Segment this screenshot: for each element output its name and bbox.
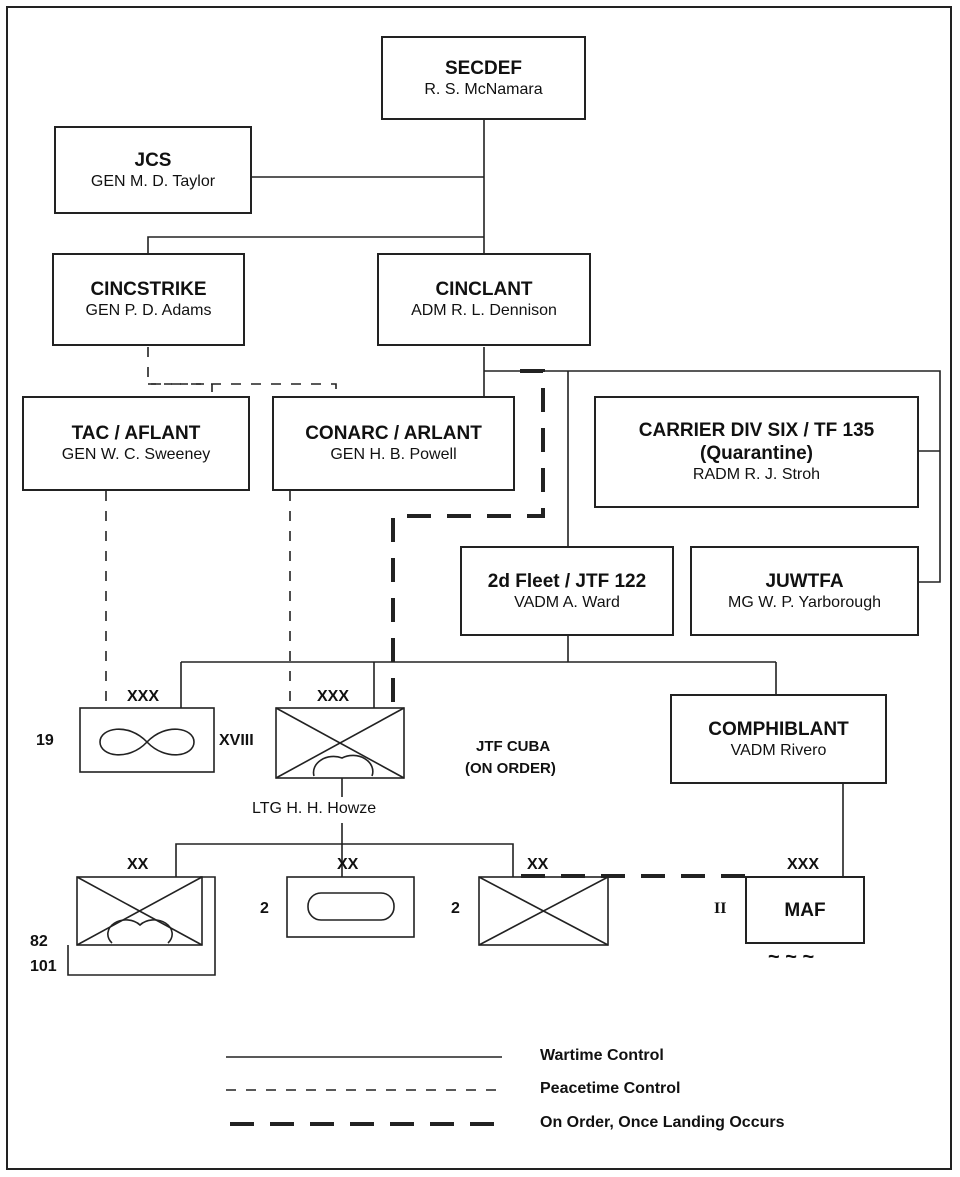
armor-echelon: XX xyxy=(337,856,359,873)
cinclant-name: ADM R. L. Dennison xyxy=(411,302,557,319)
carrier-div-box: CARRIER DIV SIX / TF 135 (Quarantine) RA… xyxy=(594,396,919,508)
secdef-name: R. S. McNamara xyxy=(424,80,543,98)
juwtfa-box: JUWTFA MG W. P. Yarborough xyxy=(690,546,919,636)
line-divs-bus xyxy=(342,843,514,877)
af19-echelon: XXX xyxy=(127,688,160,705)
cincstrike-name: GEN P. D. Adams xyxy=(85,302,212,319)
carrier-div-name: RADM R. J. Stroh xyxy=(692,466,821,483)
corps18-commander: LTG H. H. Howze xyxy=(252,800,377,817)
line-howze-divs xyxy=(175,823,343,877)
fleet2-box: 2d Fleet / JTF 122 VADM A. Ward xyxy=(460,546,674,636)
tac-aflant-name: GEN W. C. Sweeney xyxy=(61,446,211,463)
line-cinclant-bus xyxy=(484,370,941,583)
fleet2-title: 2d Fleet / JTF 122 xyxy=(487,570,647,592)
conarc-arlant-name: GEN H. B. Powell xyxy=(330,446,457,463)
comphiblant-title: COMPHIBLANT xyxy=(708,718,849,740)
cincstrike-title: CINCSTRIKE xyxy=(90,279,207,300)
cinclant-box: CINCLANT ADM R. L. Dennison xyxy=(377,253,591,346)
infantry-number: 2 xyxy=(451,900,460,917)
jcs-title: JCS xyxy=(134,149,172,171)
jcs-name: GEN M. D. Taylor xyxy=(90,172,216,190)
armor-number: 2 xyxy=(260,900,269,917)
airborne-symbol-box xyxy=(76,876,203,946)
infinity-path xyxy=(99,728,195,756)
infantry-echelon: XX xyxy=(527,856,549,873)
jtf-cuba-line2: (ON ORDER) xyxy=(465,760,556,777)
airborne-number-101: 101 xyxy=(30,958,57,975)
corps18-echelon: XXX xyxy=(317,688,350,705)
af19-number: 19 xyxy=(36,732,54,749)
tac-aflant-title: TAC / AFLANT xyxy=(71,423,201,444)
maf-number: II xyxy=(714,900,727,917)
legend-wartime-label: Wartime Control xyxy=(540,1047,664,1064)
conarc-arlant-title: CONARC / ARLANT xyxy=(305,423,482,444)
juwtfa-name: MG W. P. Yarborough xyxy=(728,593,881,611)
fleet2-name: VADM A. Ward xyxy=(514,593,620,611)
comphiblant-name: VADM Rivero xyxy=(730,741,827,759)
airborne-number-82: 82 xyxy=(30,933,48,950)
secdef-box: SECDEF R. S. McNamara xyxy=(381,36,586,120)
carrier-div-title: CARRIER DIV SIX / TF 135 xyxy=(638,420,875,441)
line-cincstrike-peacetime xyxy=(147,347,337,396)
line-infantry-maf-onorder xyxy=(521,874,762,898)
maf-echelon: XXX xyxy=(787,856,820,873)
carrier-div-subtitle: (Quarantine) xyxy=(700,443,813,464)
juwtfa-title: JUWTFA xyxy=(765,570,844,592)
tac-aflant-box: TAC / AFLANT GEN W. C. Sweeney xyxy=(22,396,250,491)
jcs-box: JCS GEN M. D. Taylor xyxy=(54,126,252,214)
legend-peacetime-label: Peacetime Control xyxy=(540,1080,681,1097)
line-101-bracket xyxy=(67,876,216,976)
maf-waves: ~ ~ ~ xyxy=(768,946,815,968)
maf-box: MAF xyxy=(745,876,865,944)
armor-symbol-box xyxy=(286,876,415,938)
line-cincstrike-tac-peacetime xyxy=(148,383,213,396)
cinclant-title: CINCLANT xyxy=(435,279,533,300)
jtf-cuba-line1: JTF CUBA xyxy=(476,738,551,755)
secdef-title: SECDEF xyxy=(444,57,523,79)
comphiblant-box: COMPHIBLANT VADM Rivero xyxy=(670,694,887,784)
diagram-frame xyxy=(6,6,952,1170)
maf-title: MAF xyxy=(784,899,826,921)
cincstrike-box: CINCSTRIKE GEN P. D. Adams xyxy=(52,253,245,346)
legend-onorder-label: On Order, Once Landing Occurs xyxy=(540,1114,785,1131)
corps18-symbol-box xyxy=(275,707,405,779)
conarc-arlant-box: CONARC / ARLANT GEN H. B. Powell xyxy=(272,396,515,491)
airborne-echelon: XX xyxy=(127,856,149,873)
line-cinclant-cincstrike xyxy=(147,236,484,253)
af19-symbol-box xyxy=(79,707,215,773)
line-cinclant-jtfcuba-onorder xyxy=(391,369,545,708)
corps18-number: XVIII xyxy=(219,732,254,749)
